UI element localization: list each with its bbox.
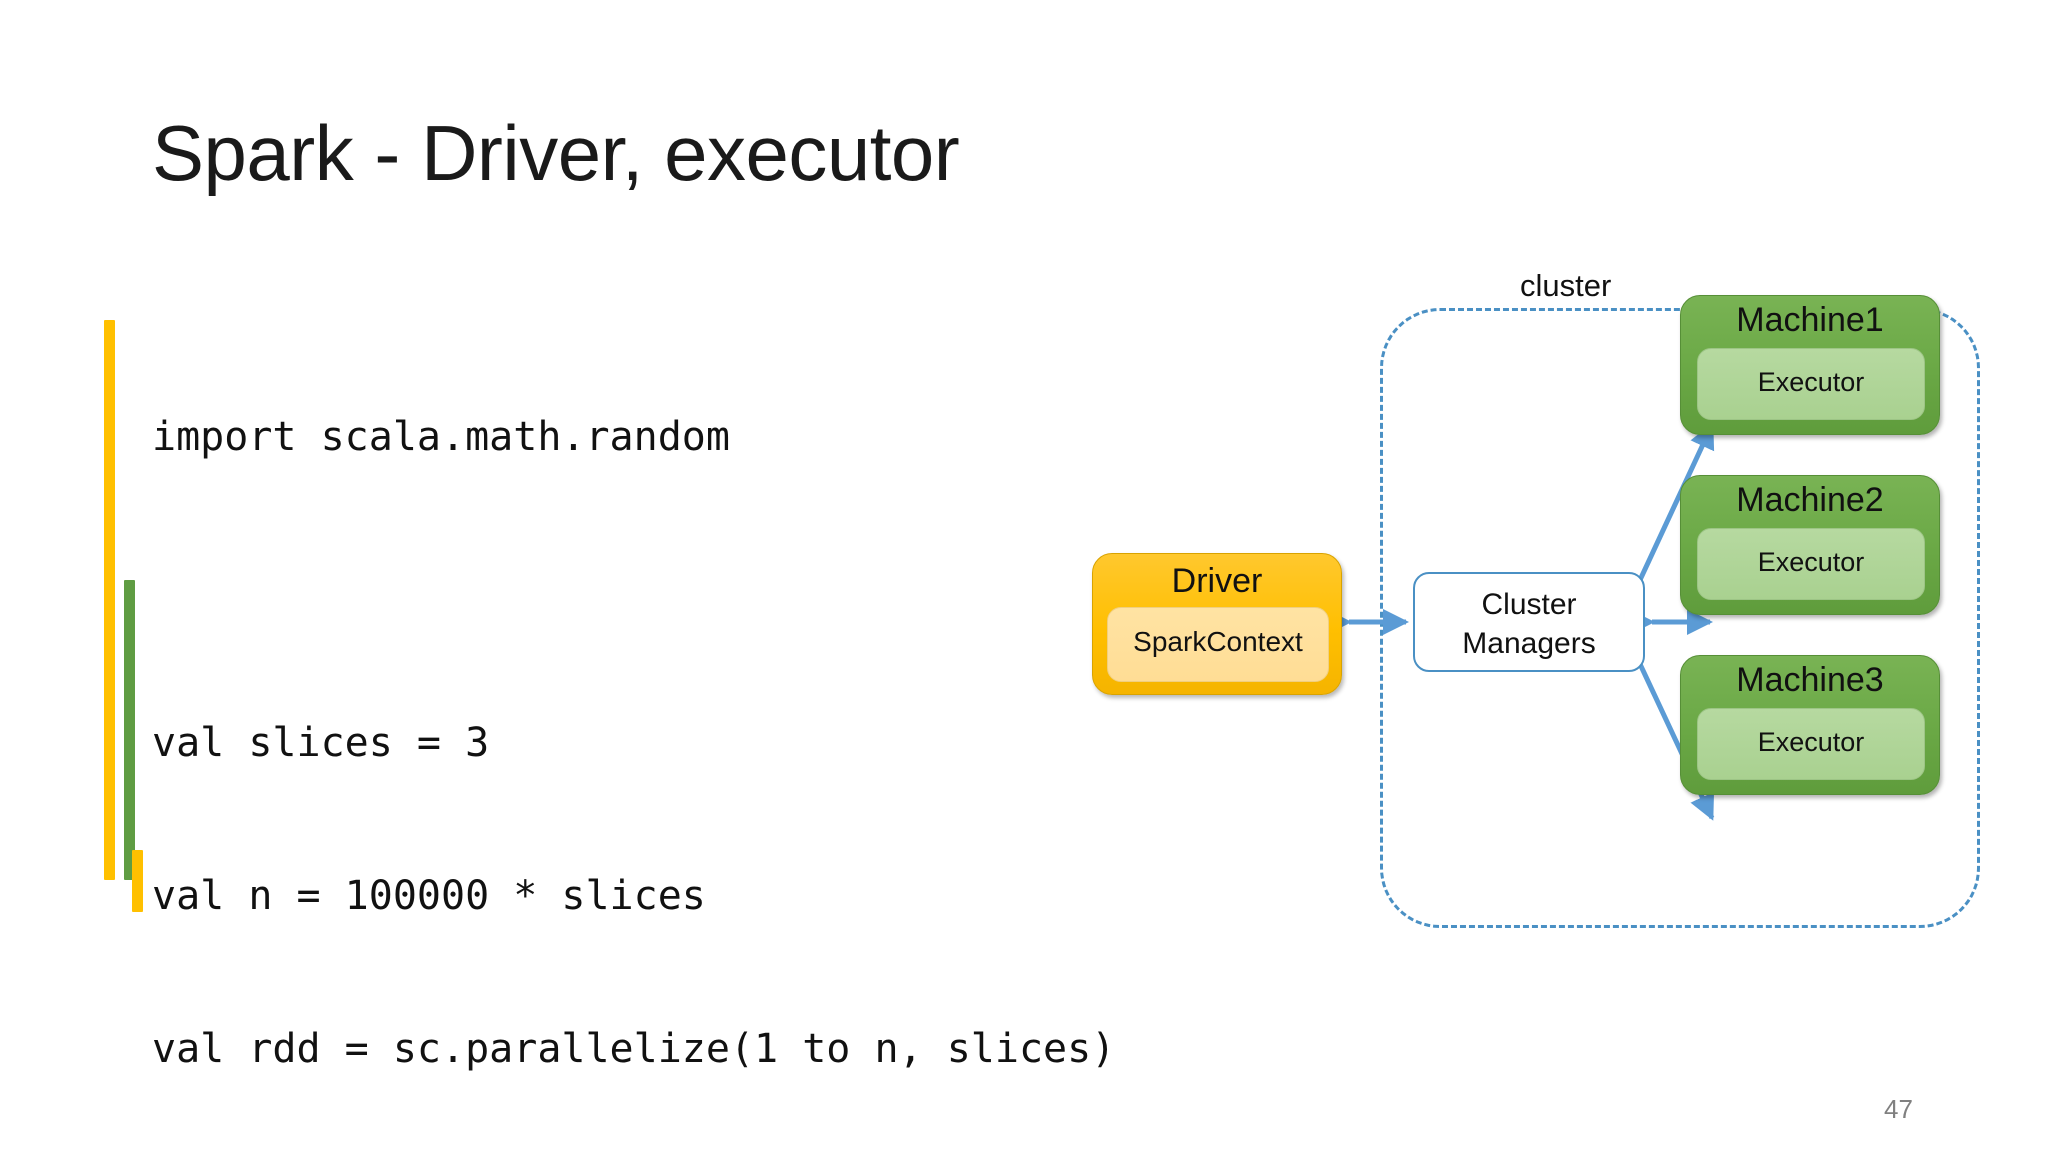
- page-number: 47: [1884, 1094, 1913, 1124]
- code-line: val rdd = sc.parallelize(1 to n, slices): [152, 1026, 1116, 1072]
- machine-label: Machine2: [1736, 481, 1884, 519]
- executor-label: Executor: [1757, 367, 1865, 397]
- machine-label: Machine3: [1736, 661, 1884, 699]
- machine-box-1[interactable]: Machine1 Executor: [1680, 295, 1940, 435]
- code-line: val slices = 3: [152, 720, 490, 766]
- sparkcontext-label: SparkContext: [1133, 626, 1303, 657]
- cluster-managers-line2: Managers: [1462, 627, 1596, 660]
- cluster-managers-line1: Cluster: [1481, 588, 1577, 621]
- executor-label: Executor: [1757, 727, 1865, 757]
- accent-bar-green: [124, 580, 135, 880]
- driver-box[interactable]: Driver SparkContext: [1092, 553, 1342, 695]
- machine-box-3[interactable]: Machine3 Executor: [1680, 655, 1940, 795]
- sparkcontext-box[interactable]: SparkContext: [1107, 607, 1329, 682]
- page-title: Spark - Driver, executor: [152, 109, 960, 197]
- cluster-label: cluster: [1520, 268, 1612, 303]
- code-line: val n = 100000 * slices: [152, 873, 706, 919]
- accent-bar-yellow-secondary: [132, 850, 143, 912]
- machine-label: Machine1: [1736, 301, 1884, 339]
- executor-label: Executor: [1757, 547, 1865, 577]
- accent-bar-yellow: [104, 320, 115, 880]
- driver-label: Driver: [1171, 562, 1263, 600]
- machine-box-2[interactable]: Machine2 Executor: [1680, 475, 1940, 615]
- code-line: import scala.math.random: [152, 414, 730, 460]
- executor-box[interactable]: Executor: [1697, 708, 1925, 780]
- cluster-diagram: cluster Driver SparkContext Cluste: [1060, 250, 2000, 980]
- executor-box[interactable]: Executor: [1697, 528, 1925, 600]
- executor-box[interactable]: Executor: [1697, 348, 1925, 420]
- code-line: [152, 565, 1188, 616]
- code-block: import scala.math.random val slices = 3 …: [152, 310, 1188, 1152]
